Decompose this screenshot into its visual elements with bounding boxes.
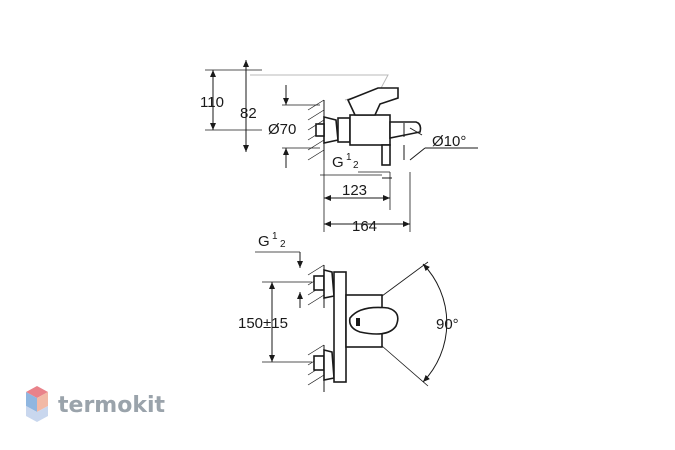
front-view: G 1 2	[238, 231, 459, 392]
thread-frac-num-top: 1	[346, 152, 352, 163]
dim-height-outlet: 82	[240, 105, 257, 122]
dim-lever-angle: 90°	[436, 316, 459, 333]
hexagon-icon	[26, 386, 48, 422]
spout-top	[389, 121, 422, 139]
wall-pipe-front-upper	[313, 275, 325, 291]
dim-height-total: 110	[200, 94, 224, 111]
lever-top	[346, 87, 399, 116]
lever-angle-arc	[422, 263, 448, 383]
dim-depth-spout: 123	[342, 182, 367, 199]
dim-angle: Ø10°	[432, 133, 466, 150]
dim-center-distance: 150±15	[238, 315, 288, 332]
nut-top	[337, 117, 351, 143]
lever-front	[348, 306, 399, 335]
shower-outlet-top	[381, 144, 391, 166]
thread-frac-den-front: 2	[280, 239, 286, 250]
watermark-logo: termokit	[26, 386, 165, 422]
dim-depth-total: 164	[352, 218, 377, 235]
mixer-body-top	[349, 114, 391, 146]
mixer-body-front	[333, 271, 347, 383]
angle-leader	[409, 147, 426, 161]
thread-label-top: G	[332, 154, 344, 171]
thread-frac-num-front: 1	[272, 231, 278, 242]
escutcheon-front-upper	[323, 268, 335, 299]
thread-label-front: G	[258, 233, 270, 250]
wall-pipe-front-lower	[313, 355, 325, 371]
thread-frac-den-top: 2	[353, 160, 359, 171]
watermark-text: termokit	[58, 393, 165, 418]
lever-indicator	[356, 318, 360, 326]
top-view: 110 82 Ø70 G 1 2 Ø10° 123 164	[200, 60, 478, 235]
dim-diameter: Ø70	[268, 121, 296, 138]
wall-pipe-top	[315, 123, 325, 137]
escutcheon-front-lower	[323, 348, 335, 381]
escutcheon-top	[323, 115, 339, 144]
